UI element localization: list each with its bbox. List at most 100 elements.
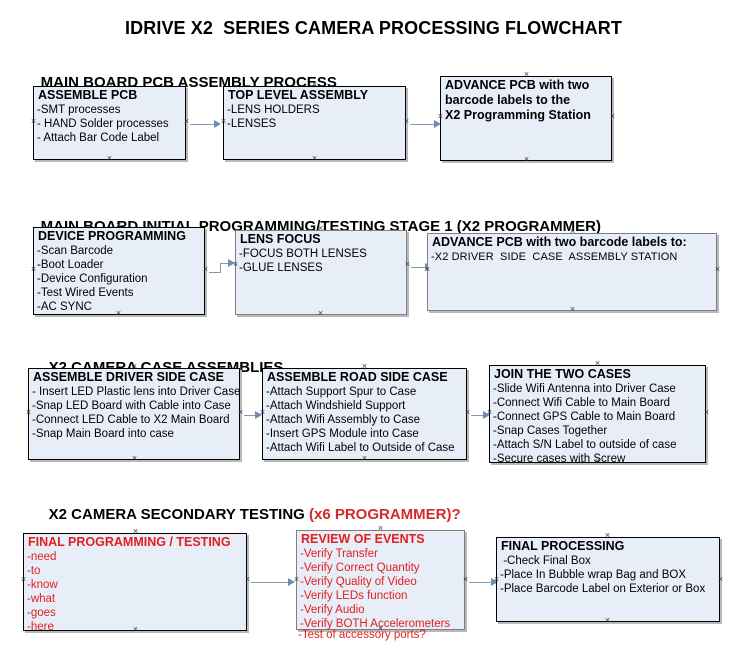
resize-handle-right[interactable]: [609, 113, 616, 122]
resize-handle-left[interactable]: [30, 118, 37, 127]
resize-handle-bottom[interactable]: [317, 310, 324, 319]
box-line: -Device Configuration: [37, 273, 148, 285]
box-line: -Insert GPS Module into Case: [266, 428, 419, 440]
resize-handle-right[interactable]: [462, 576, 469, 585]
resize-handle-right[interactable]: [202, 266, 209, 275]
resize-handle-top[interactable]: [523, 71, 530, 80]
resize-handle-left[interactable]: [493, 576, 500, 585]
section-heading-x2-camera-secondary-testing: X2 CAMERA SECONDARY TESTING (x6 PROGRAMM…: [32, 489, 461, 540]
page-title: IDRIVE X2 SERIES CAMERA PROCESSING FLOWC…: [125, 18, 622, 38]
resize-handle-top[interactable]: [361, 363, 368, 372]
resize-handle-top[interactable]: [569, 228, 576, 237]
box-line: -Snap Cases Together: [493, 425, 608, 437]
box-line: -Attach Support Spur to Case: [266, 386, 417, 398]
box-title: DEVICE PROGRAMMING: [38, 229, 186, 243]
resize-handle-top[interactable]: [311, 81, 318, 90]
resize-handle-left[interactable]: [232, 261, 239, 270]
box-title: LENS FOCUS: [240, 232, 321, 246]
resize-handle-bottom[interactable]: [131, 455, 138, 464]
resize-handle-bottom[interactable]: [377, 625, 384, 634]
box-line: - Attach Bar Code Label: [37, 132, 160, 144]
resize-handle-bottom[interactable]: [361, 455, 368, 464]
resize-handle-top[interactable]: [132, 528, 139, 537]
connector-line: [190, 124, 216, 125]
resize-handle-bottom[interactable]: [106, 155, 113, 164]
resize-handle-bottom[interactable]: [594, 458, 601, 467]
box-review-of-events[interactable]: REVIEW OF EVENTS -Verify Transfer -Verif…: [296, 530, 465, 630]
connector-line: [251, 582, 291, 583]
box-assemble-pcb[interactable]: ASSEMBLE PCB -SMT processes - HAND Solde…: [33, 86, 186, 160]
box-line: -Connect Wifi Cable to Main Board: [493, 397, 671, 409]
box-assemble-road-side-case[interactable]: ASSEMBLE ROAD SIDE CASE -Attach Support …: [262, 368, 467, 460]
box-lens-focus[interactable]: LENS FOCUS -FOCUS BOTH LENSES -GLUE LENS…: [235, 230, 407, 315]
box-assemble-driver-side-case[interactable]: ASSEMBLE DRIVER SIDE CASE - Insert LED P…: [28, 368, 240, 460]
resize-handle-right[interactable]: [404, 261, 411, 270]
resize-handle-right[interactable]: [183, 118, 190, 127]
resize-handle-left[interactable]: [25, 409, 32, 418]
resize-handle-right[interactable]: [703, 409, 710, 418]
box-line: -GLUE LENSES: [239, 262, 323, 274]
section-heading-accent-text: (x6 PROGRAMMER)?: [308, 506, 461, 523]
box-final-programming-testing[interactable]: FINAL PROGRAMMING / TESTING -need -to -k…: [23, 533, 247, 633]
resize-handle-right[interactable]: [237, 409, 244, 418]
connector-line: [220, 263, 230, 264]
box-line: -LENS HOLDERS: [227, 104, 320, 116]
box-top-level-assembly[interactable]: TOP LEVEL ASSEMBLY -LENS HOLDERS -LENSES: [223, 86, 406, 160]
resize-handle-right[interactable]: [464, 409, 471, 418]
resize-handle-right[interactable]: [714, 266, 721, 275]
box-advance-pcb-driver-side-case[interactable]: ADVANCE PCB with two barcode labels to: …: [427, 233, 717, 311]
connector-line: [471, 415, 486, 416]
box-line: -AC SYNC: [37, 301, 92, 313]
connector-line: [209, 272, 221, 273]
resize-handle-right[interactable]: [717, 576, 724, 585]
resize-handle-top[interactable]: [317, 225, 324, 234]
resize-handle-bottom[interactable]: [132, 626, 139, 635]
resize-handle-right[interactable]: [244, 576, 251, 585]
box-line: -Verify LEDs function: [300, 590, 408, 602]
resize-handle-bottom[interactable]: [604, 617, 611, 626]
resize-handle-left[interactable]: [220, 118, 227, 127]
resize-handle-top[interactable]: [604, 532, 611, 541]
resize-handle-right[interactable]: [403, 118, 410, 127]
resize-handle-bottom[interactable]: [311, 155, 318, 164]
resize-handle-left[interactable]: [293, 576, 300, 585]
box-title: FINAL PROCESSING: [501, 539, 625, 553]
resize-handle-left[interactable]: [486, 409, 493, 418]
box-line: - Insert LED Plastic lens into Driver Ca…: [32, 386, 241, 398]
resize-handle-top[interactable]: [115, 222, 122, 231]
box-line: -LENSES: [227, 118, 277, 130]
box-line: -Verify BOTH Accelerometers: [300, 618, 451, 630]
resize-handle-bottom[interactable]: [523, 156, 530, 165]
resize-handle-top[interactable]: [131, 363, 138, 372]
box-title: FINAL PROGRAMMING / TESTING: [28, 535, 231, 549]
resize-handle-top[interactable]: [106, 81, 113, 90]
resize-handle-top[interactable]: [594, 360, 601, 369]
connector-line: [244, 415, 258, 416]
box-line: -what: [27, 593, 56, 605]
box-join-the-two-cases[interactable]: JOIN THE TWO CASES -Slide Wifi Antenna i…: [489, 365, 706, 465]
box-device-programming[interactable]: DEVICE PROGRAMMING -Scan Barcode -Boot L…: [33, 227, 205, 315]
resize-handle-left[interactable]: [437, 113, 444, 122]
resize-handle-bottom[interactable]: [569, 306, 576, 315]
resize-handle-left[interactable]: [30, 266, 37, 275]
box-line: -Verify Transfer: [300, 548, 378, 560]
box-line: -Scan Barcode: [37, 245, 114, 257]
box-line: -FOCUS BOTH LENSES: [239, 248, 367, 260]
box-line: -Snap LED Board with Cable into Case: [32, 400, 231, 412]
resize-handle-left[interactable]: [259, 409, 266, 418]
box-line: -Boot Loader: [37, 259, 104, 271]
resize-handle-left[interactable]: [424, 266, 431, 275]
box-line: -Test Wired Events: [37, 287, 134, 299]
resize-handle-left[interactable]: [20, 576, 27, 585]
box-line: -Connect GPS Cable to Main Board: [493, 411, 676, 423]
box-line: -Place In Bubble wrap Bag and BOX: [500, 569, 687, 581]
box-final-processing[interactable]: FINAL PROCESSING -Check Final Box -Place…: [496, 537, 720, 622]
resize-handle-bottom[interactable]: [115, 310, 122, 319]
box-advance-pcb-x2-programming-station[interactable]: ADVANCE PCB with two barcode labels to t…: [440, 76, 612, 161]
box-line: -know: [27, 579, 58, 591]
box-line: -Verify Quality of Video: [300, 576, 417, 588]
box-line: -SMT processes: [37, 104, 121, 116]
box-line: -Attach Wifi Label to Outside of Case: [266, 442, 455, 454]
resize-handle-top[interactable]: [377, 525, 384, 534]
